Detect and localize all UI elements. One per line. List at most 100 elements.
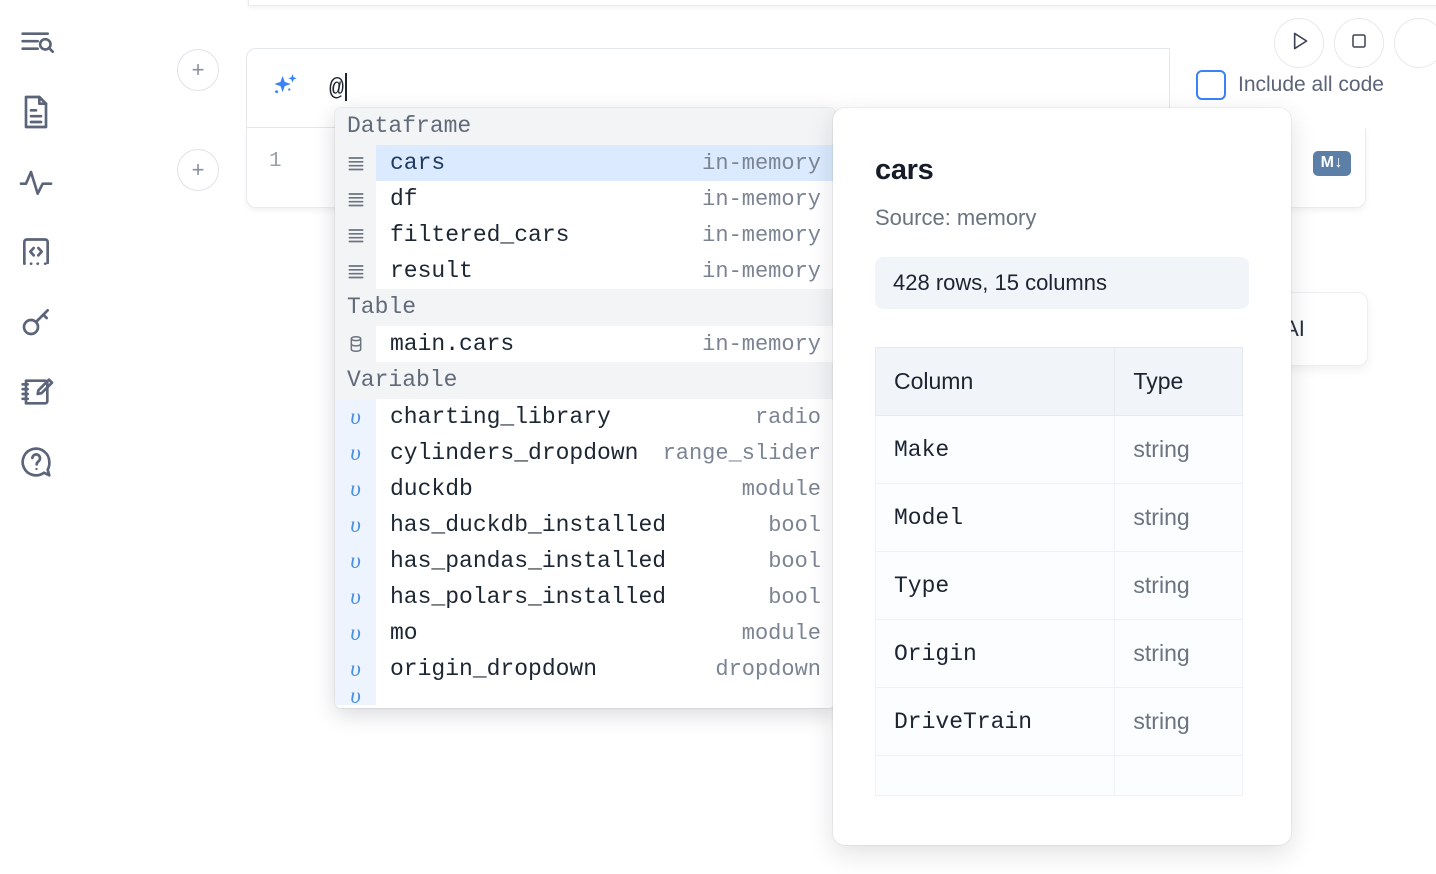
variable-icon: υ bbox=[335, 579, 376, 615]
autocomplete-item-name: origin_dropdown bbox=[390, 656, 598, 682]
sparkles-icon bbox=[269, 71, 303, 105]
autocomplete-item-body: cylinders_dropdown range_slider bbox=[376, 435, 835, 471]
include-all-code-row[interactable]: Include all code bbox=[1196, 70, 1384, 100]
help-chat-icon bbox=[16, 442, 56, 482]
include-all-code-checkbox[interactable] bbox=[1196, 70, 1226, 100]
autocomplete-item-type: in-memory bbox=[702, 186, 821, 212]
autocomplete-group-header: Table bbox=[335, 289, 835, 326]
schema-column-name: DriveTrain bbox=[874, 687, 1116, 756]
variable-icon: υ bbox=[335, 471, 376, 507]
autocomplete-item-type: range_slider bbox=[662, 440, 821, 466]
autocomplete-item-type: radio bbox=[754, 404, 821, 430]
stop-button[interactable] bbox=[1334, 18, 1384, 68]
stop-square-icon bbox=[1347, 29, 1371, 58]
schema-column-name: Type bbox=[874, 551, 1116, 620]
autocomplete-item-type: module bbox=[741, 476, 821, 502]
autocomplete-item-body: df in-memory bbox=[376, 181, 835, 217]
sidebar-item-notebook[interactable] bbox=[12, 88, 60, 136]
schema-column-name: Model bbox=[874, 483, 1116, 552]
variable-icon: υ bbox=[335, 507, 376, 543]
autocomplete-item-name bbox=[390, 687, 404, 705]
dataframe-icon bbox=[335, 217, 376, 253]
sidebar-item-scratchpad[interactable] bbox=[12, 368, 60, 416]
autocomplete-group-header: Dataframe bbox=[335, 108, 835, 145]
autocomplete-item-body bbox=[376, 687, 835, 705]
autocomplete-item-clipped[interactable]: υ bbox=[335, 687, 835, 705]
outline-search-icon bbox=[16, 22, 56, 62]
variable-icon: υ bbox=[335, 687, 376, 705]
run-button[interactable] bbox=[1274, 18, 1324, 68]
schema-column-name: Make bbox=[874, 415, 1116, 484]
autocomplete-item-type: in-memory bbox=[702, 145, 835, 181]
top-panel-edge bbox=[248, 0, 1436, 6]
autocomplete-item[interactable]: cars in-memory bbox=[335, 145, 835, 181]
schema-column-type: string bbox=[1114, 619, 1243, 688]
variable-icon: υ bbox=[335, 435, 376, 471]
sidebar-item-outline[interactable] bbox=[12, 18, 60, 66]
autocomplete-item-type: in-memory bbox=[702, 258, 821, 284]
markdown-icon[interactable]: M↓ bbox=[1312, 151, 1351, 176]
autocomplete-item-name: main.cars bbox=[390, 331, 515, 357]
text-caret bbox=[345, 73, 348, 101]
autocomplete-dropdown[interactable]: Dataframe cars in-memory df in-memory filtere… bbox=[335, 108, 835, 708]
autocomplete-item-type: bool bbox=[768, 548, 821, 574]
sidebar-item-activity[interactable] bbox=[12, 158, 60, 206]
preview-source: Source: memory bbox=[875, 205, 1037, 230]
autocomplete-item-name: cylinders_dropdown bbox=[390, 440, 639, 466]
left-sidebar bbox=[0, 0, 72, 874]
code-snippet-icon bbox=[16, 232, 56, 272]
variable-icon: υ bbox=[335, 651, 376, 687]
sidebar-item-help[interactable] bbox=[12, 438, 60, 486]
table-header-row: Column Type bbox=[874, 347, 1243, 416]
schema-column-name bbox=[874, 755, 1116, 796]
autocomplete-item-type: bool bbox=[768, 512, 821, 538]
sidebar-item-secrets[interactable] bbox=[12, 298, 60, 346]
variable-icon: υ bbox=[335, 543, 376, 579]
autocomplete-group-header: Variable bbox=[335, 362, 835, 399]
autocomplete-item[interactable]: υ cylinders_dropdown range_slider bbox=[335, 435, 835, 471]
schema-column-type: string bbox=[1114, 687, 1243, 756]
extra-action-button[interactable] bbox=[1394, 18, 1436, 68]
sidebar-item-snippets[interactable] bbox=[12, 228, 60, 276]
preview-title: cars bbox=[875, 154, 934, 186]
autocomplete-item-name: charting_library bbox=[390, 404, 611, 430]
autocomplete-item[interactable]: df in-memory bbox=[335, 181, 835, 217]
autocomplete-item-name: df bbox=[390, 186, 418, 212]
add-cell-button-bottom[interactable]: + bbox=[177, 149, 219, 191]
line-number: 1 bbox=[269, 150, 282, 173]
dataframe-icon bbox=[335, 145, 376, 181]
autocomplete-item-type bbox=[808, 687, 835, 705]
autocomplete-item-body: result in-memory bbox=[376, 253, 835, 289]
table-row-clipped bbox=[874, 755, 1243, 796]
autocomplete-item-name: has_polars_installed bbox=[390, 584, 667, 610]
autocomplete-item-name: result bbox=[390, 258, 473, 284]
add-cell-button-top[interactable]: + bbox=[177, 49, 219, 91]
schema-column-type: string bbox=[1114, 551, 1243, 620]
dataframe-preview-popup: cars Source: memory 428 rows, 15 columns… bbox=[833, 108, 1291, 845]
autocomplete-item-name: cars bbox=[390, 150, 446, 176]
activity-icon bbox=[16, 162, 56, 202]
schema-column-name: Origin bbox=[874, 619, 1116, 688]
autocomplete-item[interactable]: result in-memory bbox=[335, 253, 835, 289]
table-db-icon bbox=[335, 326, 376, 362]
